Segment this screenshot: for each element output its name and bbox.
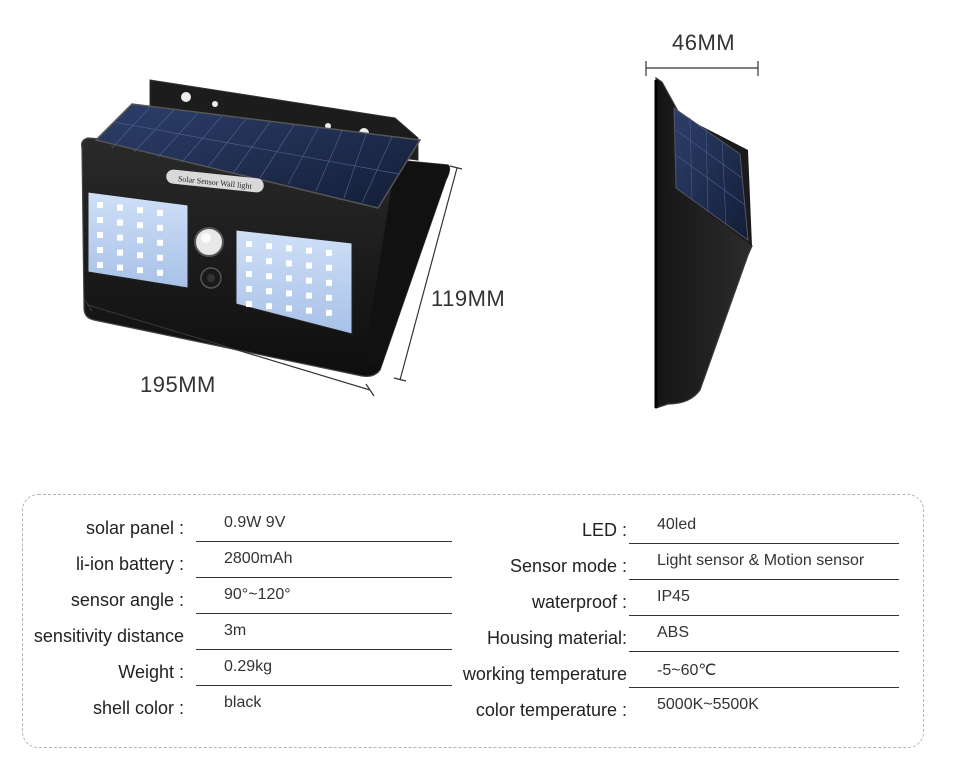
spec-value-left: 3m: [224, 622, 247, 639]
light-body-side: [364, 160, 450, 370]
led-dot: [306, 277, 312, 284]
led-dot: [286, 260, 292, 267]
dimension-line-side: [645, 61, 759, 76]
spec-underline: [196, 541, 452, 542]
led-dot: [157, 269, 163, 276]
spec-label-right: waterproof :: [531, 592, 627, 612]
led-dot: [137, 252, 143, 259]
depth-dimension: 46MM: [672, 30, 736, 55]
spec-value-left: 0.9W 9V: [224, 514, 286, 531]
led-dot: [137, 222, 143, 229]
label-plate: [166, 169, 264, 193]
spec-value-right: ABS: [657, 624, 690, 641]
led-dot: [306, 307, 312, 314]
led-dot: [246, 241, 252, 247]
screw-hole-icon: [325, 123, 331, 129]
led-dot: [326, 279, 332, 286]
led-dot: [326, 249, 332, 256]
spec-underline: [629, 615, 899, 616]
led-dot: [157, 209, 163, 216]
led-dot: [266, 258, 272, 265]
led-dot: [246, 286, 252, 292]
spec-label-right: working temperature: [462, 664, 627, 684]
led-dot: [137, 267, 143, 274]
led-dot: [286, 245, 292, 252]
spec-table: [22, 494, 924, 748]
led-array-right: [246, 241, 332, 316]
spec-value-right: IP45: [657, 588, 690, 605]
led-dot: [117, 204, 123, 211]
spec-value-left: 2800mAh: [224, 550, 293, 567]
led-dot: [326, 309, 332, 316]
side-view: [654, 76, 753, 409]
led-dot: [306, 262, 312, 269]
led-dot: [326, 294, 332, 301]
led-dot: [117, 249, 123, 256]
spec-label-left: solar panel :: [85, 518, 184, 538]
led-dot: [286, 305, 292, 312]
led-dot: [157, 224, 163, 231]
led-dot: [266, 303, 272, 310]
led-dot: [157, 239, 163, 246]
spec-label-right: Housing material:: [486, 628, 627, 648]
led-array-left: [97, 202, 163, 276]
led-dot: [306, 292, 312, 299]
led-dot: [266, 288, 272, 295]
width-dimension: 195MM: [140, 372, 216, 397]
spec-underline: [196, 685, 452, 686]
led-panel-right: [235, 229, 353, 335]
led-dot: [286, 290, 292, 297]
led-dot: [137, 207, 143, 214]
spec-value-right: Light sensor & Motion sensor: [657, 552, 865, 569]
spec-label-left: shell color :: [92, 698, 184, 718]
led-dot: [246, 271, 252, 277]
led-dot: [286, 275, 292, 282]
led-dot: [246, 256, 252, 262]
spec-underline: [196, 613, 452, 614]
spec-underline: [629, 651, 899, 652]
spec-underline: [629, 687, 899, 688]
led-dot: [97, 217, 103, 223]
spec-label-right: color temperature :: [475, 700, 627, 720]
front-view: Solar Sensor Wall light: [81, 79, 451, 377]
height-dimension: 119MM: [431, 286, 506, 311]
led-dot: [117, 234, 123, 241]
spec-underline: [196, 577, 452, 578]
led-dot: [117, 264, 123, 271]
spec-label-left: li-ion battery :: [75, 554, 184, 574]
led-dot: [97, 202, 103, 208]
spec-underline: [629, 543, 899, 544]
spec-label-right: Sensor mode :: [509, 556, 627, 576]
product-illustration: Solar Sensor Wall light: [81, 61, 759, 409]
screw-hole-icon: [181, 92, 191, 102]
led-dot: [157, 254, 163, 261]
spec-underline: [196, 649, 452, 650]
spec-value-left: black: [224, 694, 262, 711]
spec-label-left: Weight :: [118, 662, 184, 682]
spec-value-left: 90°~120°: [224, 586, 291, 603]
screw-hole-icon: [212, 101, 218, 107]
solar-panel-side: [673, 107, 749, 242]
solar-panel: [94, 103, 422, 209]
led-dot: [137, 237, 143, 244]
spec-label-left: sensitivity distance: [33, 626, 184, 646]
led-dot: [117, 219, 123, 226]
led-dot: [306, 247, 312, 254]
led-dot: [97, 232, 103, 238]
led-dot: [97, 247, 103, 253]
spec-label-right: LED :: [581, 520, 627, 540]
spec-underline: [629, 579, 899, 580]
led-dot: [246, 301, 252, 307]
led-dot: [97, 262, 103, 268]
spec-value-left: 0.29kg: [224, 658, 273, 675]
spec-label-left: sensor angle :: [70, 590, 184, 610]
solar-panel-grid: [111, 106, 400, 204]
dimension-lines-front: [83, 165, 463, 397]
led-dot: [266, 243, 272, 250]
led-dot: [326, 264, 332, 271]
spec-value-right: 5000K~5500K: [657, 696, 759, 713]
spec-value-right: -5~60℃: [657, 662, 717, 679]
spec-value-right: 40led: [657, 516, 697, 533]
led-dot: [266, 273, 272, 280]
